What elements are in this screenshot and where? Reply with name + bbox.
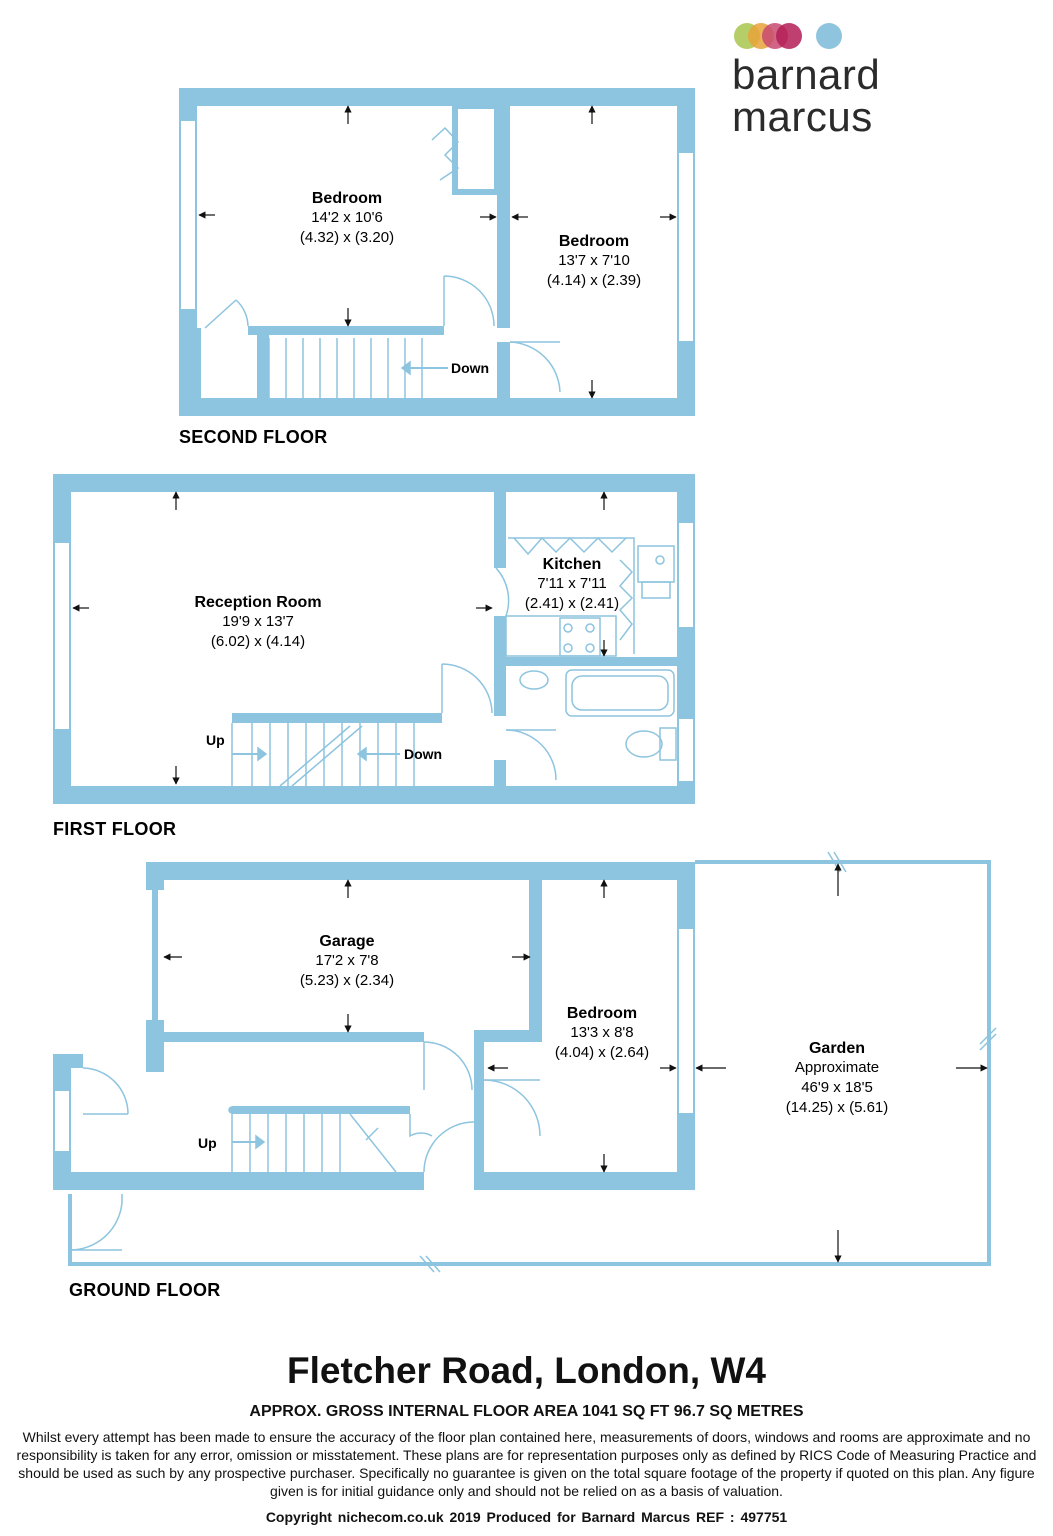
room-metric-reception: (6.02) x (4.14) xyxy=(211,633,305,650)
first-floor-windows xyxy=(53,521,695,783)
second-floor-windows xyxy=(179,119,695,343)
stairs-up-label-first: Up xyxy=(206,732,225,748)
second-floor: Bedroom 14'2 x 10'6 (4.32) x (3.20) Bedr… xyxy=(179,88,695,447)
room-name-second-bedroom-1: Bedroom xyxy=(312,190,382,207)
room-imperial-garden: 46'9 x 18'5 xyxy=(801,1079,873,1096)
logo-dot-5 xyxy=(816,23,842,49)
room-name-second-bedroom-2: Bedroom xyxy=(559,233,629,250)
room-name-ground-bedroom: Bedroom xyxy=(567,1005,637,1022)
room-metric-garden: (14.25) x (5.61) xyxy=(786,1099,889,1116)
boundary-break-marks xyxy=(419,851,997,1273)
property-title: Fletcher Road, London, W4 xyxy=(287,1350,766,1391)
room-metric-kitchen: (2.41) x (2.41) xyxy=(525,595,619,612)
first-floor-stairs xyxy=(231,723,415,787)
first-floor-arrows xyxy=(72,491,608,785)
room-name-garage: Garage xyxy=(319,933,374,950)
room-imperial-second-bedroom-1: 14'2 x 10'6 xyxy=(311,209,383,226)
room-metric-garage: (5.23) x (2.34) xyxy=(300,972,394,989)
room-name-kitchen: Kitchen xyxy=(543,556,602,573)
floor-area: APPROX. GROSS INTERNAL FLOOR AREA 1041 S… xyxy=(249,1403,804,1420)
garden-boundary xyxy=(68,860,991,1266)
logo-dot-4 xyxy=(776,23,802,49)
first-floor-label: FIRST FLOOR xyxy=(53,819,176,839)
stairs-up-label-ground: Up xyxy=(198,1135,217,1151)
room-name-garden: Garden xyxy=(809,1040,865,1057)
room-imperial-reception: 19'9 x 13'7 xyxy=(222,613,294,630)
second-floor-stairs xyxy=(268,338,448,398)
ground-floor-label: GROUND FLOOR xyxy=(69,1280,221,1300)
brand-logo: barnard marcus xyxy=(732,20,1032,138)
room-metric-ground-bedroom: (4.04) x (2.64) xyxy=(555,1044,649,1061)
ground-floor-walls xyxy=(53,862,695,1190)
stairs-down-label-first: Down xyxy=(404,746,442,762)
room-name-reception: Reception Room xyxy=(194,594,321,611)
copyright-line: Copyright nichecom.co.uk 2019 Produced f… xyxy=(265,1509,788,1525)
kitchen-fixtures xyxy=(505,536,675,657)
ground-floor: Garage 17'2 x 7'8 (5.23) x (2.34) Bedroo… xyxy=(53,851,997,1300)
room-note-garden: Approximate xyxy=(795,1059,879,1076)
ground-floor-arrows xyxy=(163,863,988,1263)
second-floor-arrows xyxy=(198,105,677,399)
second-floor-label: SECOND FLOOR xyxy=(179,427,328,447)
room-imperial-garage: 17'2 x 7'8 xyxy=(315,952,378,969)
room-imperial-kitchen: 7'11 x 7'11 xyxy=(537,575,606,592)
room-imperial-ground-bedroom: 13'3 x 8'8 xyxy=(570,1024,633,1041)
stairs-down-label-second: Down xyxy=(451,360,489,376)
ground-floor-doors xyxy=(69,1041,541,1251)
brand-name: barnard marcus xyxy=(732,51,881,140)
plan-footer: Fletcher Road, London, W4 APPROX. GROSS … xyxy=(0,1350,1053,1525)
ground-floor-stairs xyxy=(228,1106,397,1173)
disclaimer: Whilst every attempt has been made to en… xyxy=(16,1429,1037,1499)
bathroom-fixtures xyxy=(519,669,677,761)
second-floor-doors xyxy=(204,126,561,393)
floor-plan: Bedroom 14'2 x 10'6 (4.32) x (3.20) Bedr… xyxy=(53,88,997,1300)
first-floor: Reception Room 19'9 x 13'7 (6.02) x (4.1… xyxy=(53,474,695,839)
room-metric-second-bedroom-1: (4.32) x (3.20) xyxy=(300,229,394,246)
ground-floor-windows xyxy=(53,927,695,1153)
room-imperial-second-bedroom-2: 13'7 x 7'10 xyxy=(558,252,630,269)
first-floor-doors xyxy=(441,567,557,781)
room-metric-second-bedroom-2: (4.14) x (2.39) xyxy=(547,272,641,289)
